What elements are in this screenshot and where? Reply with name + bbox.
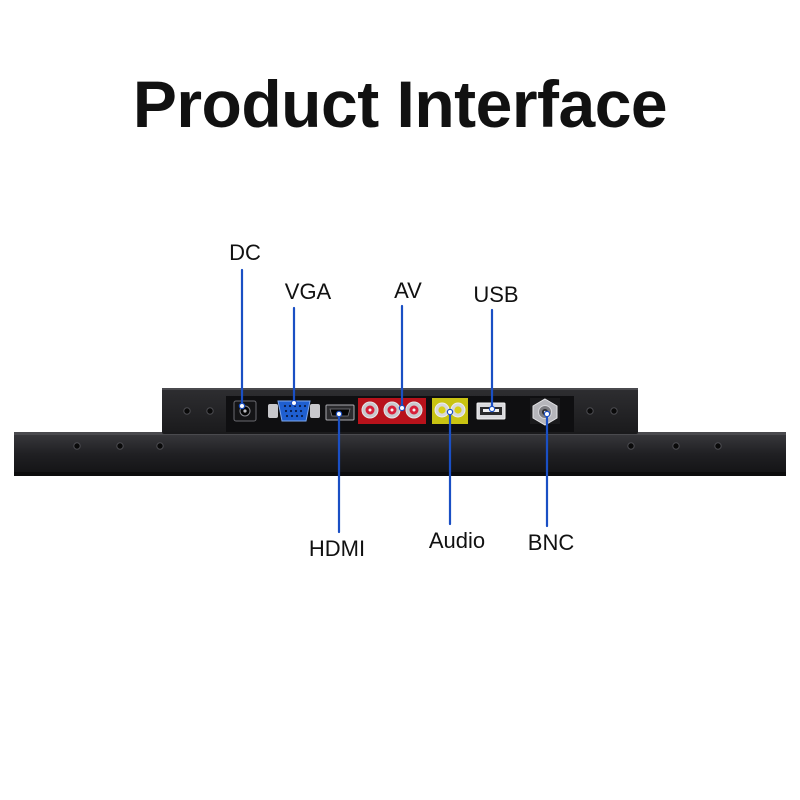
screw-icon	[586, 407, 594, 415]
audio-label: Audio	[428, 528, 486, 553]
dc-label: DC	[229, 240, 261, 265]
usb-label: USB	[473, 282, 519, 307]
chassis-base	[14, 432, 786, 476]
screw-icon	[156, 442, 164, 450]
screw-icon	[627, 442, 635, 450]
av-port-icon	[358, 398, 426, 424]
bnc-label: BNC	[527, 530, 575, 555]
hdmi-label: HDMI	[308, 536, 366, 561]
bnc-port-icon	[530, 398, 560, 426]
screw-icon	[206, 407, 214, 415]
screw-icon	[610, 407, 618, 415]
page-title: Product Interface	[132, 67, 668, 141]
vga-label: VGA	[284, 279, 332, 304]
screw-icon	[116, 442, 124, 450]
screw-icon	[672, 442, 680, 450]
av-label: AV	[394, 278, 422, 303]
screw-row	[73, 407, 722, 450]
screw-icon	[714, 442, 722, 450]
screw-icon	[73, 442, 81, 450]
screw-icon	[183, 407, 191, 415]
vga-port-icon	[268, 400, 320, 422]
dc-port-icon	[233, 400, 257, 422]
